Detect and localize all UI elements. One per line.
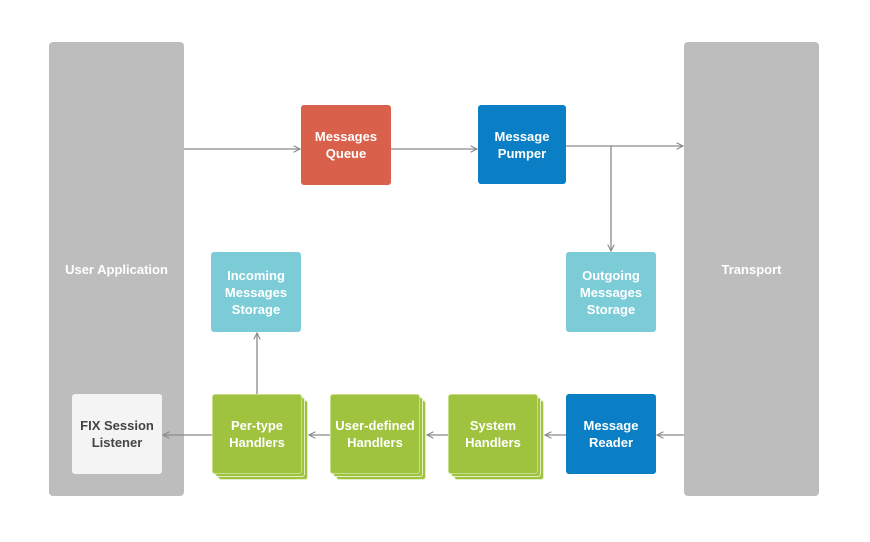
transport-panel: Transport bbox=[684, 42, 819, 496]
per-type-handlers-label: Per-type Handlers bbox=[229, 418, 285, 450]
messages-queue-label: Messages Queue bbox=[314, 129, 378, 161]
system-handlers-box: System Handlers bbox=[448, 394, 538, 474]
incoming-messages-storage-label: Incoming Messages Storage bbox=[224, 267, 288, 317]
outgoing-messages-storage-label: Outgoing Messages Storage bbox=[579, 267, 643, 317]
messages-queue-box: Messages Queue bbox=[301, 105, 391, 185]
user-application-label: User Application bbox=[65, 261, 168, 277]
user-defined-handlers-label: User-defined Handlers bbox=[335, 418, 415, 450]
transport-label: Transport bbox=[721, 261, 782, 277]
outgoing-messages-storage-box: Outgoing Messages Storage bbox=[566, 252, 656, 332]
message-reader-label: Message Reader bbox=[583, 418, 639, 450]
per-type-handlers-box: Per-type Handlers bbox=[212, 394, 302, 474]
incoming-messages-storage-box: Incoming Messages Storage bbox=[211, 252, 301, 332]
message-pumper-label: Message Pumper bbox=[494, 128, 550, 161]
message-pumper-box: Message Pumper bbox=[478, 105, 566, 184]
fix-session-listener-label: FIX Session Listener bbox=[80, 418, 154, 450]
system-handlers-label: System Handlers bbox=[465, 418, 521, 450]
fix-session-listener-box: FIX Session Listener bbox=[72, 394, 162, 474]
user-defined-handlers-box: User-defined Handlers bbox=[330, 394, 420, 474]
message-reader-box: Message Reader bbox=[566, 394, 656, 474]
